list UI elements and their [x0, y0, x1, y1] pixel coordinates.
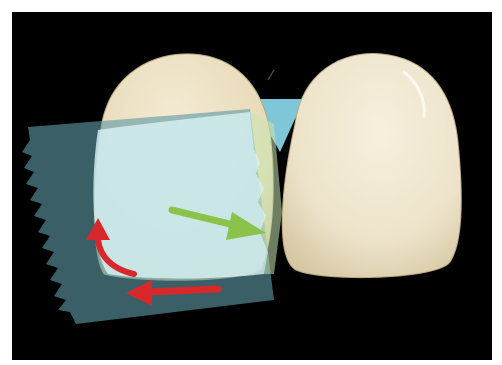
tooth-right-icon [282, 54, 461, 278]
stray-mark [268, 70, 274, 80]
diagram-svg [12, 12, 492, 360]
diagram-canvas [12, 12, 492, 360]
